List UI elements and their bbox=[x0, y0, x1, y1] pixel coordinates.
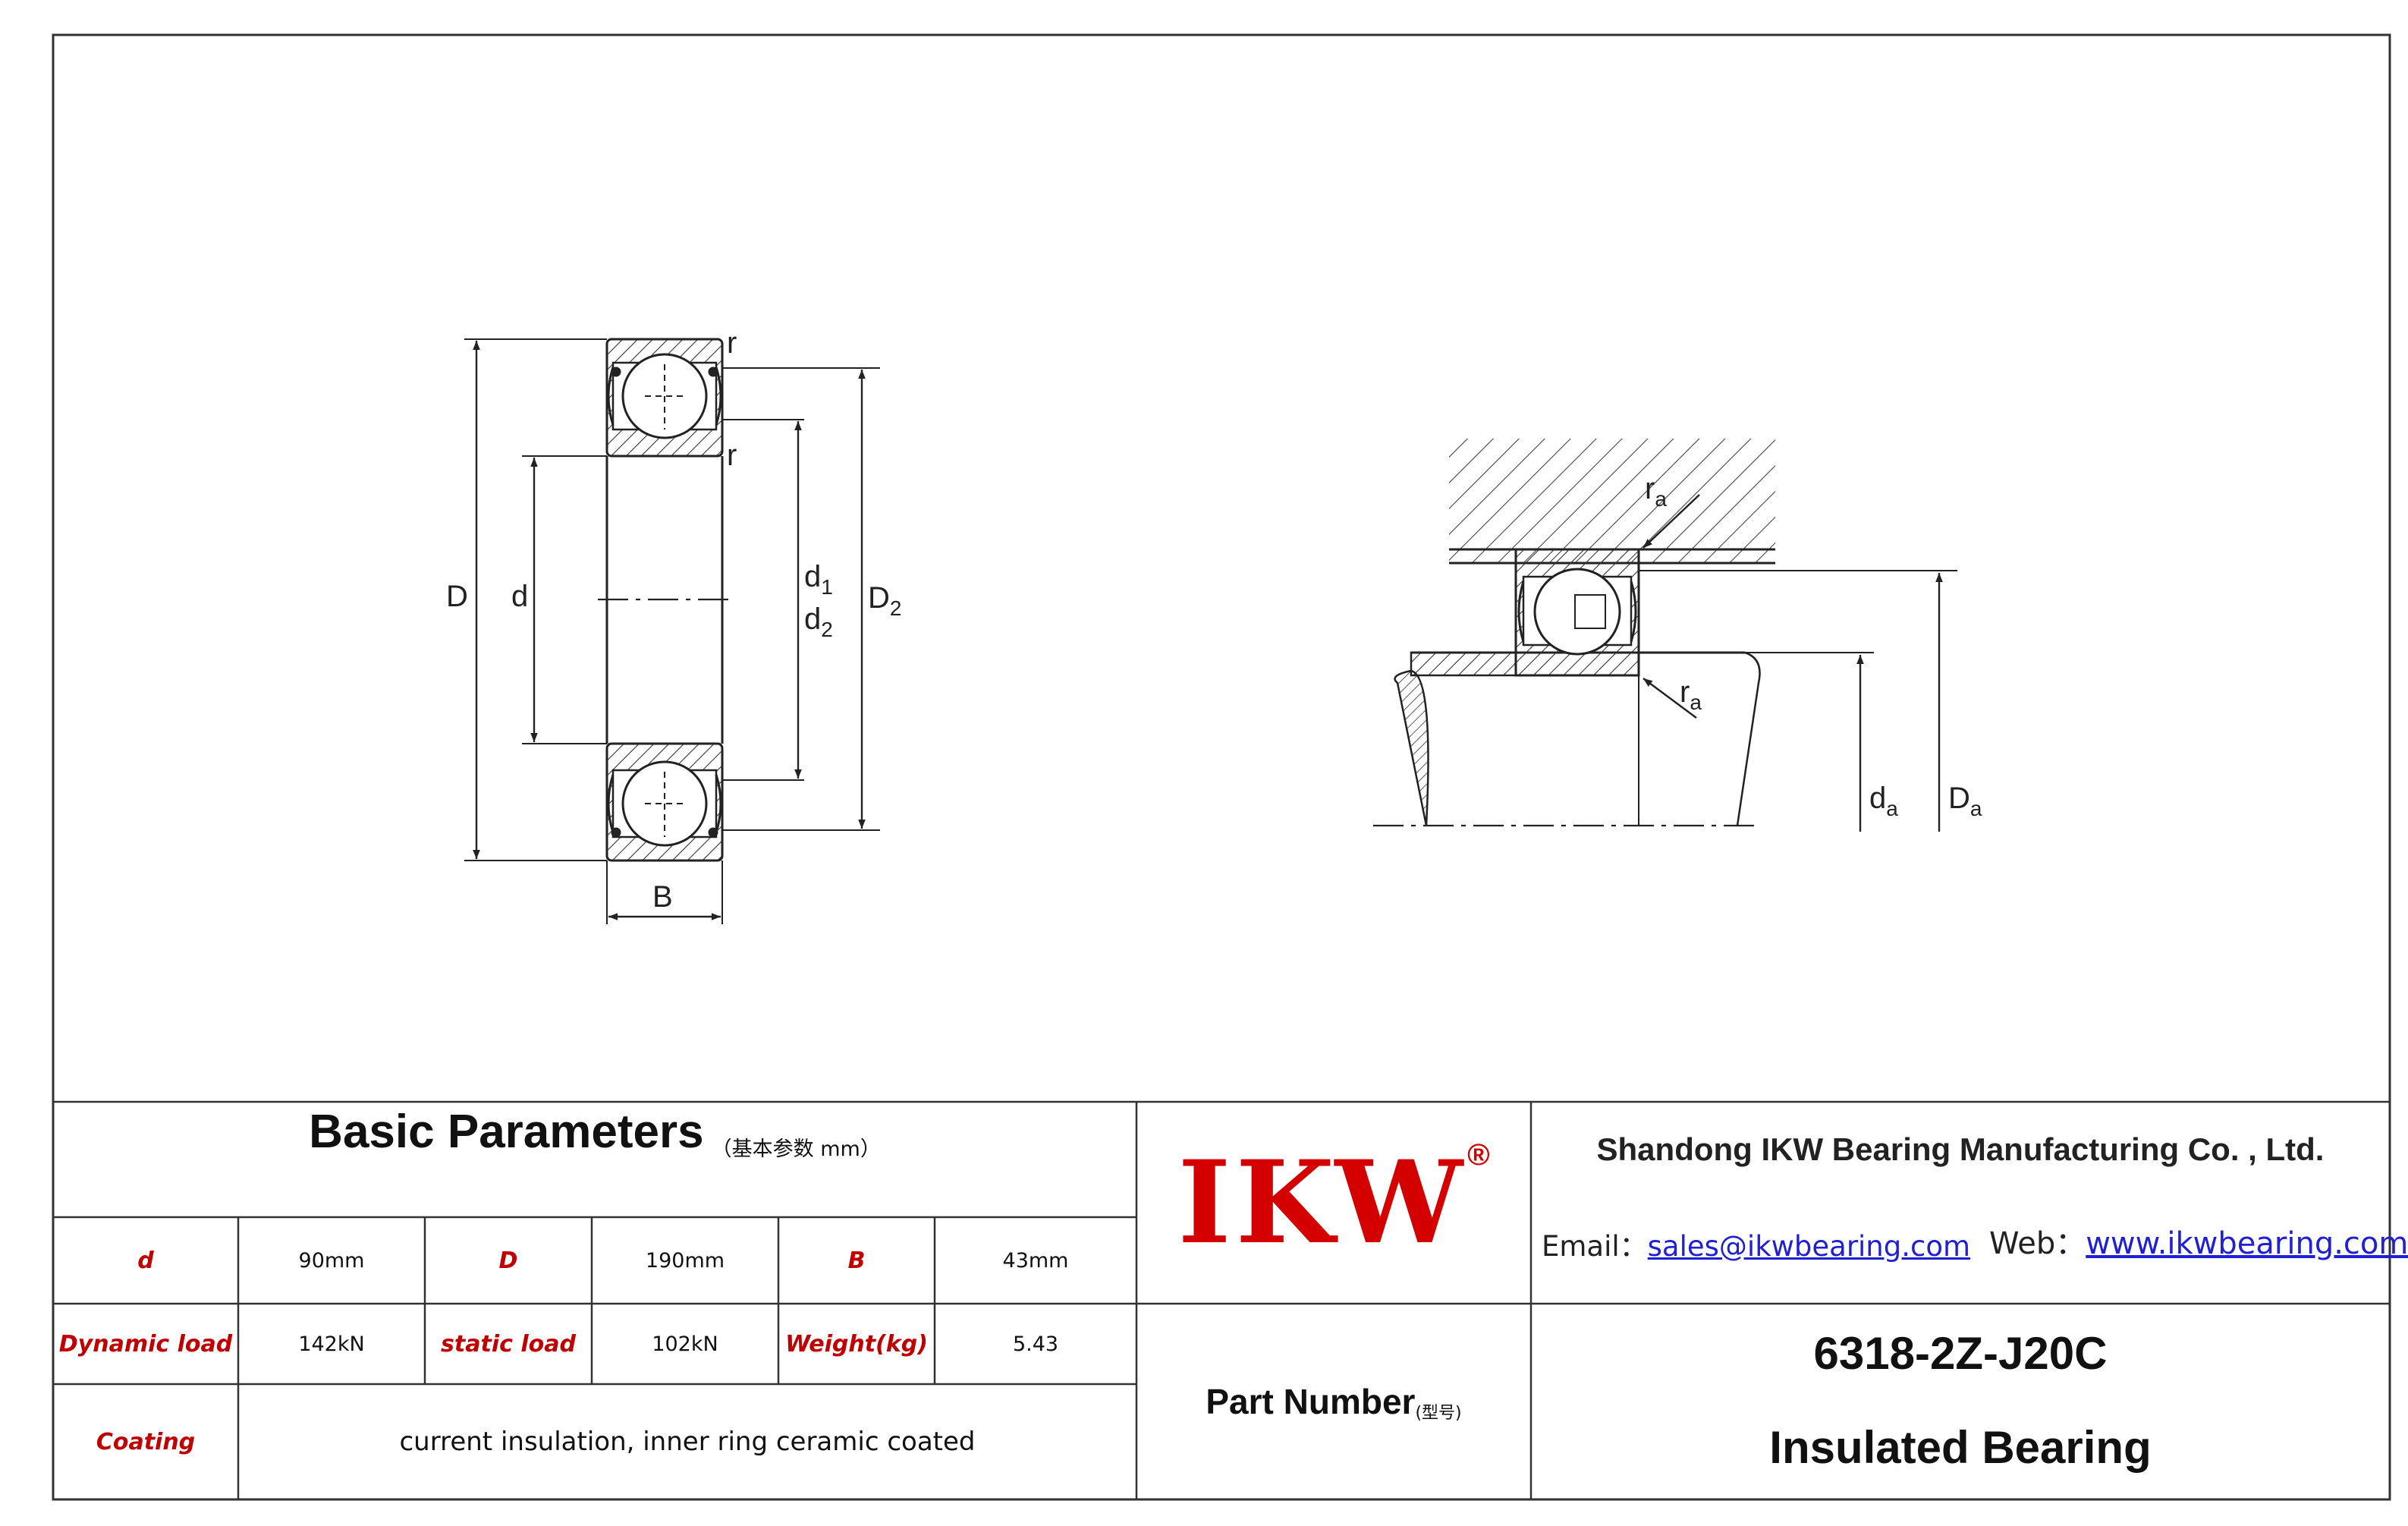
bearing-section-view bbox=[464, 338, 880, 924]
label-D2: D2 bbox=[868, 581, 902, 620]
email-label: Email： bbox=[1542, 1230, 1648, 1263]
param-label-dynamic-load: Dynamic load bbox=[58, 1330, 233, 1358]
label-r-top: r bbox=[727, 326, 737, 360]
label-r-mid: r bbox=[727, 439, 737, 472]
params-unit-note: （基本参数 mm） bbox=[711, 1137, 881, 1161]
mounting-view bbox=[1373, 439, 1957, 832]
params-header: Basic Parameters （基本参数 mm） bbox=[53, 1102, 1136, 1217]
company-email-row: Email：sales@ikwbearing.com bbox=[1542, 1223, 1970, 1264]
page-frame bbox=[52, 33, 2391, 1501]
email-link[interactable]: sales@ikwbearing.com bbox=[1647, 1230, 1971, 1263]
company-name: Shandong IKW Bearing Manufacturing Co. ,… bbox=[1596, 1131, 2325, 1167]
part-number-value: 6318-2Z-J20C bbox=[1813, 1327, 2108, 1379]
company-web-row: Web：www.ikwbearing.com bbox=[1989, 1219, 2408, 1263]
title-block-grid bbox=[53, 1100, 2390, 1499]
part-type: Insulated Bearing bbox=[1769, 1421, 2152, 1473]
param-value-coating: current insulation, inner ring ceramic c… bbox=[399, 1427, 976, 1457]
param-label-B: B bbox=[847, 1247, 866, 1274]
part-number-label: Part Number (型号) bbox=[1206, 1382, 1462, 1423]
label-da: da bbox=[1869, 782, 1898, 820]
param-value-static-load: 102kN bbox=[652, 1332, 718, 1356]
brand-logo: IKW ® bbox=[1136, 1102, 1531, 1304]
label-Da: Da bbox=[1948, 782, 1982, 820]
param-value-D: 190mm bbox=[645, 1248, 725, 1273]
registered-mark: ® bbox=[1467, 1138, 1490, 1172]
label-B: B bbox=[652, 880, 673, 914]
param-label-static-load: static load bbox=[441, 1330, 576, 1358]
params-title: Basic Parameters bbox=[309, 1106, 704, 1158]
param-label-weight: Weight(kg) bbox=[785, 1330, 928, 1358]
web-label: Web： bbox=[1989, 1226, 2086, 1261]
logo-text: IKW bbox=[1177, 1136, 1468, 1270]
label-ra-top: ra bbox=[1645, 472, 1667, 511]
param-value-dynamic-load: 142kN bbox=[298, 1332, 365, 1356]
param-value-d: 90mm bbox=[298, 1248, 365, 1273]
label-d1: d1 bbox=[804, 560, 833, 599]
label-d2: d2 bbox=[804, 603, 833, 641]
label-D: D bbox=[446, 580, 468, 613]
web-link[interactable]: www.ikwbearing.com bbox=[2086, 1226, 2408, 1261]
param-value-B: 43mm bbox=[1002, 1248, 1069, 1273]
label-ra-bottom: ra bbox=[1680, 675, 1702, 714]
param-label-D: D bbox=[498, 1247, 518, 1274]
param-label-d: d bbox=[137, 1247, 154, 1274]
param-value-weight: 5.43 bbox=[1012, 1332, 1059, 1356]
param-label-coating: Coating bbox=[96, 1428, 196, 1455]
label-d: d bbox=[511, 580, 529, 613]
